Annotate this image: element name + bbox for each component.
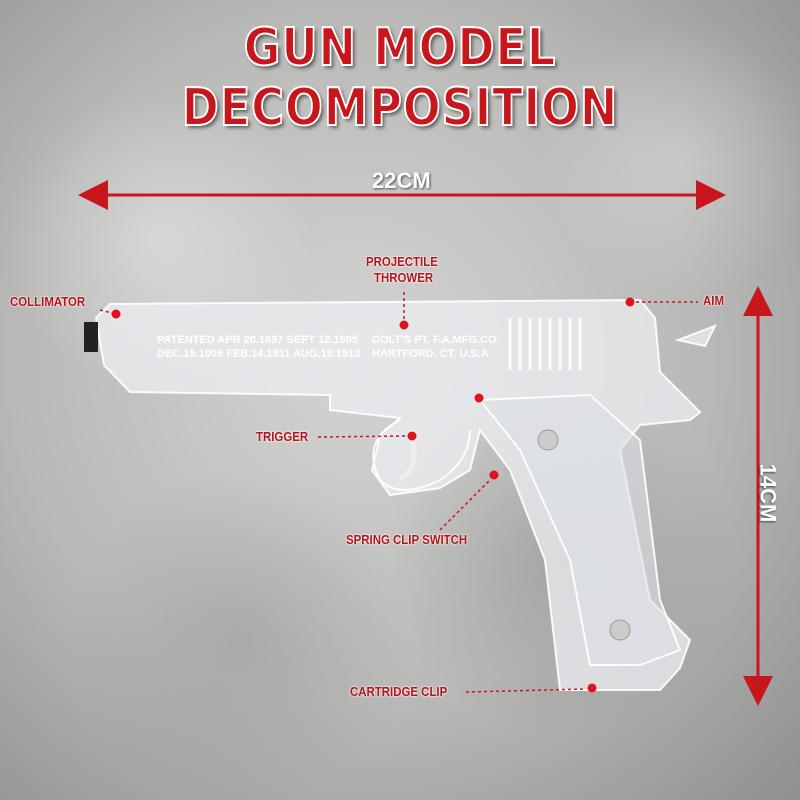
length-label: 22CM: [372, 168, 431, 193]
gun-image: [94, 298, 718, 691]
engraving-maker2: HARTFORD. CT. U.S.A: [372, 348, 489, 360]
label-cartridge-clip: CARTRIDGE CLIP: [350, 684, 448, 699]
marker-dot-cartridge-clip: [587, 683, 597, 693]
trigger-guard: [372, 419, 471, 491]
label-collimator: COLLIMATOR: [10, 294, 86, 309]
grip-screw-bottom: [609, 619, 631, 641]
marker-dot-aim: [625, 297, 635, 307]
leader-lines: [99, 292, 698, 693]
label-projectile-line2: THROWER: [374, 270, 434, 285]
marker-dot-spring-clip-switch: [489, 470, 499, 480]
page-title: GUN MODEL DECOMPOSITION: [181, 17, 619, 139]
muzzle: [84, 322, 98, 352]
label-trigger: TRIGGER: [256, 429, 309, 444]
engraving-maker1: COLT'S PT. F.A.MFG.CO: [372, 334, 497, 346]
grip-screw-top: [537, 429, 559, 451]
marker-dot-collimator: [111, 309, 121, 319]
label-aim: AIM: [703, 293, 724, 308]
label-spring-clip-switch: SPRING CLIP SWITCH: [346, 532, 468, 547]
engraving-line2: DEC.19.1905 FEB.14.1911 AUG.19.1913: [157, 348, 360, 360]
height-label: 14CM: [755, 463, 781, 523]
marker-dots: [111, 297, 635, 693]
marker-dot-projectile-thrower: [399, 320, 409, 330]
label-projectile-line1: PROJECTILE: [366, 254, 438, 269]
marker-dot-unlabeled: [474, 393, 484, 403]
slide-serrations: [508, 318, 582, 370]
engraving-line1: PATENTED APR 20.1897 SEPT 12.1905: [157, 334, 358, 346]
marker-dot-trigger: [407, 431, 417, 441]
grip-panel: [477, 393, 682, 666]
hammer: [674, 324, 718, 348]
